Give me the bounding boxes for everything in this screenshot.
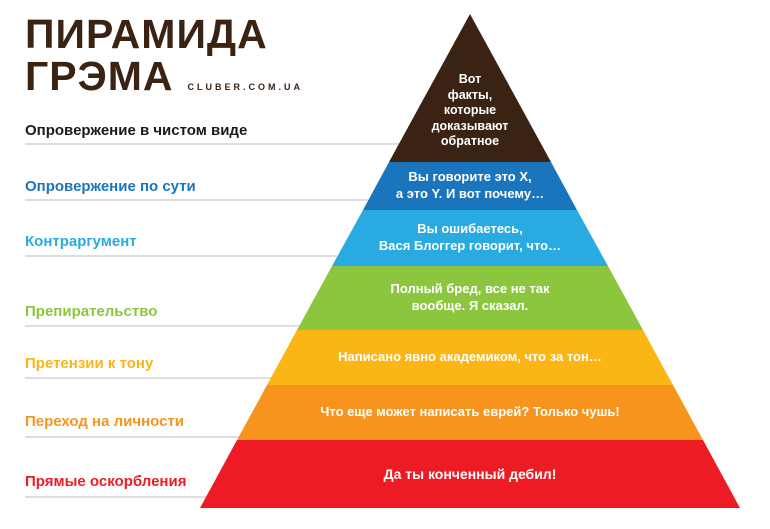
level-label-1: Опровержение в чистом виде	[25, 122, 248, 139]
level-label-2: Опровержение по сути	[25, 178, 196, 195]
pyramid-level-6: Что еще может написать еврей? Только чуш…	[237, 385, 703, 440]
title-row: ГРЭМА CLUBER.COM.UA	[25, 52, 304, 99]
level-divider-6	[25, 436, 239, 438]
pyramid-level-7: Да ты конченный дебил!	[200, 440, 740, 508]
pyramid: Вот факты, которые доказывают обратное В…	[200, 14, 740, 508]
pyramid-level-2: Вы говорите это X, а это Y. И вот почему…	[363, 162, 577, 210]
level-label-6: Переход на личности	[25, 413, 185, 430]
pyramid-level-5-text: Написано явно академиком, что за тон…	[338, 349, 602, 365]
pyramid-level-3: Вы ошибаетесь, Вася Блоггер говорит, что…	[332, 210, 608, 266]
pyramid-level-4-text: Полный бред, все не так вообще. Я сказал…	[390, 281, 550, 313]
title-line2: ГРЭМА	[25, 52, 174, 99]
level-divider-1	[25, 143, 400, 145]
title-line1: ПИРАМИДА	[25, 11, 268, 57]
level-divider-2	[25, 199, 368, 201]
level-label-5: Претензии к тону	[25, 355, 154, 372]
pyramid-level-1: Вот факты, которые доказывают обратное	[389, 14, 551, 162]
level-divider-7	[25, 496, 207, 498]
site-credit: CLUBER.COM.UA	[187, 81, 304, 92]
level-label-4: Препирательство	[25, 303, 158, 320]
pyramid-level-2-text: Вы говорите это X, а это Y. И вот почему…	[395, 169, 545, 201]
pyramid-level-5: Написано явно академиком, что за тон…	[267, 330, 673, 385]
level-divider-4	[25, 325, 300, 327]
level-divider-5	[25, 377, 271, 379]
level-label-7: Прямые оскорбления	[25, 473, 187, 490]
page-title: ПИРАМИДА ГРЭМА CLUBER.COM.UA	[25, 11, 304, 99]
pyramid-level-4: Полный бред, все не так вообще. Я сказал…	[297, 266, 643, 330]
pyramid-level-7-text: Да ты конченный дебил!	[383, 465, 557, 482]
pyramid-level-6-text: Что еще может написать еврей? Только чуш…	[320, 404, 620, 420]
pyramid-level-3-text: Вы ошибаетесь, Вася Блоггер говорит, что…	[378, 221, 562, 253]
level-divider-3	[25, 255, 337, 257]
pyramid-level-1-text: Вот факты, которые доказывают обратное	[431, 71, 509, 149]
level-label-3: Контраргумент	[25, 233, 137, 250]
